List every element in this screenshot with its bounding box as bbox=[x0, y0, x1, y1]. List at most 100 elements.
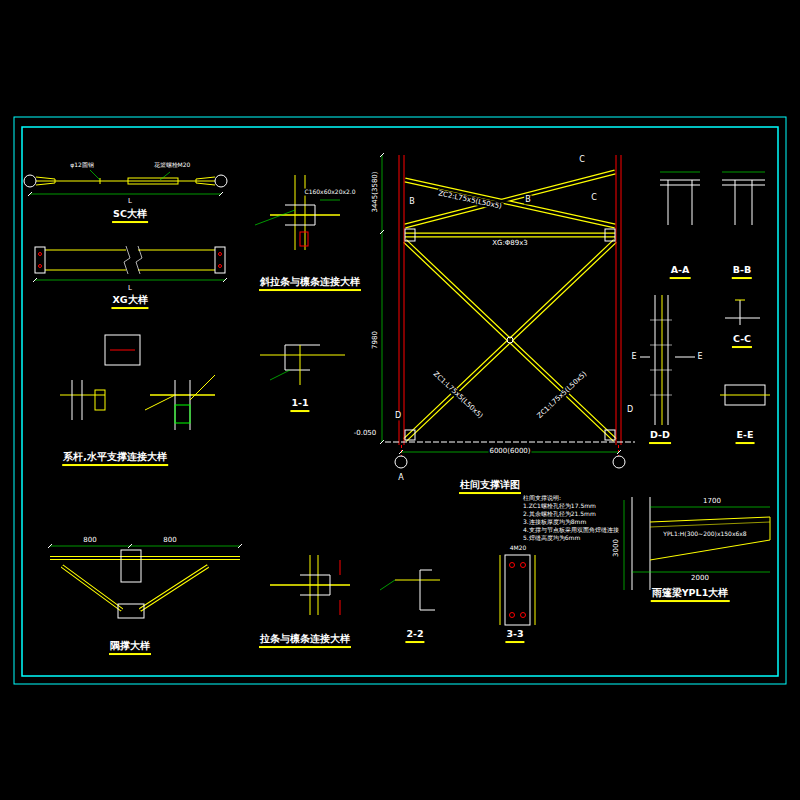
dimension: 7980 bbox=[371, 330, 379, 350]
tie-bracing-connection-part bbox=[150, 394, 215, 396]
section-d-d-part bbox=[662, 295, 663, 425]
column-bracing-elevation-part bbox=[395, 456, 407, 468]
purlin-connection-detail-part bbox=[270, 584, 350, 586]
axis-letter: A bbox=[397, 473, 404, 482]
canopy-beam-detail-part bbox=[650, 507, 770, 508]
column-bracing-elevation-part bbox=[405, 430, 415, 440]
canopy-beam-detail-part bbox=[650, 517, 770, 560]
section-title: B-B bbox=[732, 265, 752, 279]
member-label: C160x60x20x2.0 bbox=[303, 189, 356, 196]
frame-border-part bbox=[22, 127, 778, 676]
knee-brace-detail-part-part bbox=[50, 558, 240, 610]
tie-purlin-detail-part bbox=[320, 200, 340, 201]
section-marker: B bbox=[524, 195, 532, 204]
detail-title: 隅撑大样 bbox=[109, 641, 151, 655]
tie-bracing-connection-part bbox=[175, 380, 190, 430]
section-a-a bbox=[660, 172, 700, 225]
section-a-a-part bbox=[660, 180, 700, 225]
section-title: E-E bbox=[736, 430, 755, 444]
tie-bracing-connection-part bbox=[95, 390, 105, 410]
xg-tie-detail-part bbox=[124, 246, 142, 274]
purlin-connection-detail bbox=[270, 555, 350, 615]
purlin-connection-detail-part bbox=[340, 560, 341, 615]
note-line: 4.支撑与节点板采用双面角焊缝连接 bbox=[522, 527, 620, 534]
column-bracing-elevation-part bbox=[605, 229, 615, 241]
xg-tie-detail-part bbox=[39, 253, 42, 256]
xg-tie-detail-part bbox=[219, 265, 222, 268]
section-1-1-part bbox=[285, 345, 320, 370]
section-a-a-part bbox=[660, 172, 700, 173]
column-bracing-elevation-part bbox=[405, 229, 415, 241]
section-3-3-part bbox=[510, 563, 515, 568]
member-label: φ12圆钢 bbox=[69, 162, 95, 169]
tie-bracing-connection bbox=[60, 335, 215, 430]
note-line: 3.连接板厚度均为8mm bbox=[522, 519, 587, 526]
section-e-e bbox=[720, 385, 770, 405]
knee-brace-detail-part bbox=[121, 550, 141, 582]
dimension: L bbox=[127, 197, 133, 205]
section-b-b-part bbox=[722, 180, 765, 225]
knee-brace-detail-part-part bbox=[50, 558, 240, 610]
column-bracing-elevation-part bbox=[385, 442, 635, 443]
column-bracing-elevation-part bbox=[405, 172, 615, 440]
tie-purlin-detail-part bbox=[255, 210, 295, 225]
note-line: 柱间支撑说明: bbox=[522, 495, 562, 502]
dimension: 6000(6000) bbox=[488, 447, 531, 455]
dimension: L bbox=[127, 284, 133, 292]
canopy-beam-detail-part bbox=[632, 572, 770, 573]
section-b-b bbox=[722, 172, 765, 225]
tie-purlin-detail-part bbox=[300, 232, 308, 246]
tie-purlin-detail bbox=[255, 175, 340, 250]
section-c-c bbox=[725, 300, 760, 325]
sc-rod-detail-part bbox=[36, 181, 215, 182]
note-line: 2.其余螺栓孔径为21.5mm bbox=[522, 511, 597, 518]
sc-rod-detail-part bbox=[24, 175, 36, 187]
section-marker: E bbox=[696, 352, 703, 361]
section-c-c-part bbox=[735, 300, 745, 301]
detail-title: XG大样 bbox=[111, 295, 148, 309]
section-3-3-part bbox=[521, 613, 526, 618]
section-title: 3-3 bbox=[505, 629, 524, 643]
canopy-beam-detail-part bbox=[650, 522, 770, 527]
dimension: 1700 bbox=[702, 497, 722, 505]
knee-brace-detail-part bbox=[48, 544, 242, 548]
detail-title: 雨篷梁YPL1大样 bbox=[651, 588, 730, 602]
section-1-1-part bbox=[260, 355, 345, 356]
dimension: 800 bbox=[162, 536, 177, 544]
sc-rod-detail-part bbox=[28, 192, 223, 196]
detail-title: SC大样 bbox=[112, 209, 148, 223]
column-bracing-elevation-part bbox=[507, 337, 513, 343]
frame-border-part bbox=[14, 117, 786, 684]
dimension: 3445(3580) bbox=[371, 170, 379, 213]
sc-rod-detail-part bbox=[215, 175, 227, 187]
xg-tie-detail-part bbox=[35, 280, 225, 281]
knee-brace-detail-part bbox=[50, 546, 240, 547]
column-bracing-elevation-part-part bbox=[405, 172, 615, 440]
sc-rod-detail-part bbox=[100, 178, 101, 184]
section-3-3-part bbox=[505, 555, 530, 625]
detail-title: 柱间支撑详图 bbox=[459, 480, 521, 494]
section-title: D-D bbox=[649, 430, 671, 444]
knee-brace-detail-part bbox=[50, 558, 240, 610]
section-2-2-part bbox=[380, 580, 395, 590]
section-2-2 bbox=[380, 570, 440, 610]
tie-bracing-connection-part bbox=[110, 350, 135, 351]
section-marker: D bbox=[394, 411, 402, 420]
dimension: 2000 bbox=[690, 574, 710, 582]
tie-bracing-connection-part bbox=[72, 380, 82, 420]
knee-brace-detail-part bbox=[118, 604, 144, 618]
column-bracing-elevation-part bbox=[613, 456, 625, 468]
section-marker: E bbox=[630, 352, 637, 361]
member-label: YPL1:H(300~200)x150x6x8 bbox=[662, 531, 747, 538]
section-3-3-part bbox=[500, 555, 535, 625]
section-d-d-part bbox=[650, 320, 672, 395]
section-b-b-part bbox=[722, 172, 765, 173]
section-2-2-part bbox=[420, 570, 435, 610]
section-3-3 bbox=[500, 555, 535, 625]
sc-rod-detail-part bbox=[196, 177, 215, 185]
tie-bracing-connection-part bbox=[175, 405, 190, 423]
section-title: 2-2 bbox=[405, 629, 424, 643]
section-e-e-part bbox=[720, 395, 770, 396]
column-bracing-elevation-part bbox=[605, 430, 615, 440]
section-marker: C bbox=[590, 193, 598, 202]
